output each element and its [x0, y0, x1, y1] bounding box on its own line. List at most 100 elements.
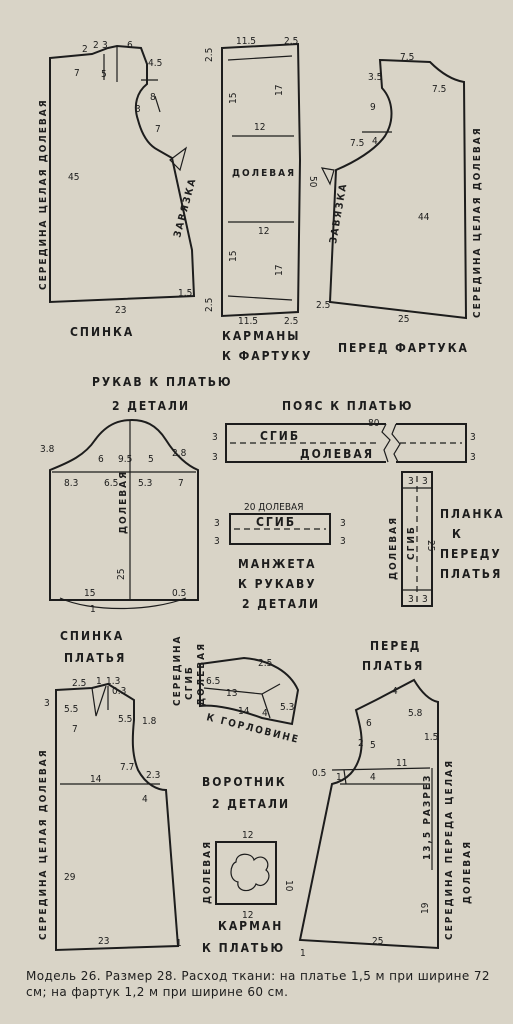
placket-grain: ДОЛЕВАЯ: [388, 516, 399, 580]
placket-label-4: ПЛАТЬЯ: [440, 567, 502, 581]
pockets-label-2: К ФАРТУКУ: [222, 349, 312, 363]
front-apron-dim-7-5: 7.5: [400, 52, 414, 63]
belt-fold-label: СГИБ: [260, 429, 300, 443]
front-apron-outline: [328, 58, 468, 320]
back-dress-center-label: СЕРЕДИНА ЦЕЛАЯ ДОЛЕВАЯ: [38, 748, 49, 940]
front-dress-center-label: СЕРЕДИНА ПЕРЕДА ЦЕЛАЯ: [444, 759, 455, 940]
dress-pocket-label-1: КАРМАН: [218, 919, 283, 933]
sleeve-dim-6: 6: [98, 454, 104, 465]
back-apron-piece: 2 2 3 6 5 4.5 7 45 3 8 7 23 1.5 СЕРЕДИНА…: [38, 40, 199, 339]
front-dress-dim-19: 19: [420, 902, 431, 914]
collar-dim-5-3: 5.3: [280, 702, 294, 713]
back-apron-dim-45: 45: [68, 172, 79, 183]
front-dress-dim-1b: 1: [300, 948, 306, 959]
back-dress-piece: СПИНКА ПЛАТЬЯ 2.5 1 1.3 0.3 3 5.5 5.5 1.…: [38, 629, 182, 952]
belt-piece: ПОЯС К ПЛАТЬЮ 80 3 3 3 3 СГИБ ДОЛЕВАЯ: [212, 399, 476, 463]
sleeve-outline: [49, 418, 199, 601]
sleeve-dim-8-3: 8.3: [64, 478, 78, 489]
collar-dim-6-5: 6.5: [206, 676, 220, 687]
sleeve-parts: 2 ДЕТАЛИ: [112, 399, 190, 413]
cuff-label-3: 2 ДЕТАЛИ: [242, 597, 320, 611]
collar-outline: [199, 656, 300, 726]
sleeve-dim-2-8: 2.8: [172, 448, 187, 459]
cuff-dim-l3a: 3: [214, 518, 220, 529]
sleeve-dim-3-8: 3.8: [40, 444, 55, 455]
collar-dim-13: 13: [226, 688, 237, 699]
placket-label-1: ПЛАНКА: [440, 507, 505, 521]
front-dress-dim-0-5: 0.5: [312, 768, 326, 779]
back-apron-dim-23: 23: [115, 305, 126, 316]
back-dress-dim-14: 14: [90, 774, 102, 785]
front-dress-piece: ПЕРЕД ПЛАТЬЯ 4 5.8 6 1.5 2 5 0.5 1 11 4 …: [298, 639, 473, 959]
back-apron-dim-3: 3: [102, 40, 108, 51]
placket-outline: [401, 471, 433, 607]
apron-pockets-outline: [221, 42, 302, 318]
back-apron-center-label: СЕРЕДИНА ЦЕЛАЯ ДОЛЕВАЯ: [38, 98, 49, 290]
belt-dim-80: 80: [368, 418, 380, 429]
collar-neck-label: К ГОРЛОВИНЕ: [205, 712, 300, 746]
pockets-dim-top: 11.5: [236, 36, 256, 47]
pockets-label-1: КАРМАНЫ: [222, 329, 300, 343]
front-apron-dim-9: 9: [370, 102, 376, 113]
pockets-dim-tr: 2.5: [284, 36, 298, 47]
cuff-dim-r3a: 3: [340, 518, 346, 529]
back-dress-dim-4: 4: [142, 794, 148, 805]
front-apron-tie-label: ЗАВЯЗКА: [328, 182, 350, 245]
front-dress-dim-2: 2: [358, 738, 364, 749]
placket-piece: 3 3 25 3 3 ДОЛЕВАЯ СГИБ ПЛАНКА К ПЕРЕДУ …: [388, 471, 505, 607]
back-dress-dim-3: 3: [44, 698, 50, 709]
cuff-label-1: МАНЖЕТА: [238, 557, 316, 571]
front-dress-dim-4: 4: [392, 686, 398, 697]
collar-center-2: СГИБ: [184, 665, 195, 700]
back-dress-dim-2-5: 2.5: [72, 678, 86, 689]
back-dress-dim-1-3: 1.3: [106, 676, 120, 687]
sleeve-dim-1: 1: [90, 604, 96, 615]
dress-pocket-dim-side: 10: [283, 880, 294, 892]
sleeve-dim-9-5: 9.5: [118, 454, 132, 465]
placket-label-3: ПЕРЕДУ: [440, 547, 502, 561]
placket-dim-b3b: 3: [422, 594, 428, 605]
collar-parts: 2 ДЕТАЛИ: [212, 797, 290, 811]
pockets-grain-label: ДОЛЕВАЯ: [232, 168, 296, 179]
back-dress-label-1: СПИНКА: [60, 629, 124, 643]
front-dress-dim-1-5: 1.5: [424, 732, 438, 743]
sleeve-grain: ДОЛЕВАЯ: [118, 470, 129, 534]
back-apron-dim-5: 5: [101, 69, 107, 80]
pockets-dim-l15b: 15: [228, 251, 239, 262]
front-dress-grain: ДОЛЕВАЯ: [462, 840, 473, 904]
back-apron-label: СПИНКА: [70, 325, 134, 339]
back-apron-dim-6: 6: [127, 40, 133, 51]
sleeve-dim-5-3: 5.3: [138, 478, 152, 489]
back-dress-dim-1-8: 1.8: [142, 716, 157, 727]
front-apron-piece: 7.5 3.5 7.5 9 4 7.5 44 25 2.5 СЕРЕДИНА Ц…: [316, 52, 483, 355]
cuff-dim-r3b: 3: [340, 536, 346, 547]
pockets-dim-m12: 12: [254, 122, 265, 133]
placket-dim-25: 25: [425, 540, 436, 551]
front-dress-dim-11: 11: [396, 758, 407, 769]
pockets-dim-b115: 11.5: [238, 316, 258, 327]
back-apron-dim-3b: 3: [135, 104, 141, 115]
back-dress-dim-1b: 1: [176, 938, 182, 949]
front-dress-label-2: ПЛАТЬЯ: [362, 659, 424, 673]
front-apron-dim-2-5: 2.5: [316, 300, 330, 311]
back-dress-dim-7: 7: [72, 724, 78, 735]
caption: Модель 26. Размер 28. Расход ткани: на п…: [26, 969, 490, 999]
back-apron-dim-8: 8: [150, 92, 156, 103]
back-dress-label-2: ПЛАТЬЯ: [64, 651, 126, 665]
cuff-dim-top: 20 ДОЛЕВАЯ: [244, 502, 303, 513]
dress-pocket-dim-bottom: 12: [242, 910, 253, 921]
back-dress-dim-7-7: 7.7: [120, 762, 134, 773]
dress-pocket-piece: 12 12 10 ДОЛЕВАЯ КАРМАН К ПЛАТЬЮ: [202, 830, 294, 955]
back-apron-dim-4-5: 4.5: [148, 58, 162, 69]
back-dress-dim-5-5b: 5.5: [118, 714, 132, 725]
cuff-label-2: К РУКАВУ: [238, 577, 317, 591]
back-dress-dim-2-3: 2.3: [146, 770, 160, 781]
front-apron-dim-7-5c: 7.5: [350, 138, 364, 149]
back-apron-dim-2: 2: [82, 44, 88, 55]
belt-dim-l3b: 3: [212, 452, 218, 463]
cuff-dim-l3b: 3: [214, 536, 220, 547]
front-apron-dim-44: 44: [418, 212, 430, 223]
back-dress-dim-0-3: 0.3: [112, 686, 126, 697]
front-apron-dim-25: 25: [398, 314, 409, 325]
